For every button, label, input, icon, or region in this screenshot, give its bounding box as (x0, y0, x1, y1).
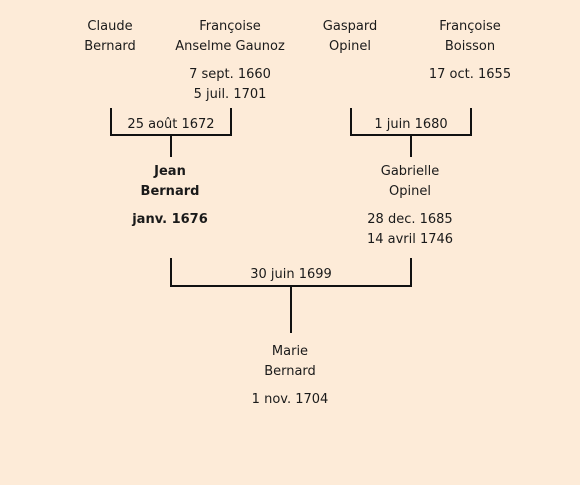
last-name: Bernard (84, 39, 136, 54)
union-left-leg (350, 108, 352, 136)
birth-date: 1 nov. 1704 (251, 392, 329, 407)
union-left-leg (170, 258, 172, 287)
marriage-date: 1 juin 1680 (374, 117, 448, 132)
first-name: Françoise (199, 19, 261, 34)
last-name: Anselme Gaunoz (175, 39, 285, 54)
birth-date: 28 dec. 1685 (367, 212, 453, 227)
union-bar (350, 134, 472, 136)
death-date: 5 juil. 1701 (193, 87, 267, 102)
descent-line (290, 287, 292, 333)
first-name: Françoise (439, 19, 501, 34)
person-francoise-boisson[interactable]: Françoise Boisson 17 oct. 1655 (420, 17, 520, 85)
union-bar (170, 285, 412, 287)
union-left-leg (110, 108, 112, 136)
marriage-date: 30 juin 1699 (250, 267, 332, 282)
life-dates: 1 nov. 1704 (230, 390, 350, 410)
life-dates: 17 oct. 1655 (420, 65, 520, 85)
person-claude-bernard[interactable]: Claude Bernard (70, 17, 150, 57)
first-name: Marie (271, 344, 309, 359)
last-name: Opinel (329, 39, 371, 54)
life-dates: janv. 1676 (110, 210, 230, 230)
death-date: 14 avril 1746 (366, 232, 454, 247)
last-name: Opinel (389, 184, 431, 199)
marriage-date: 25 août 1672 (127, 117, 215, 132)
union-bar (110, 134, 232, 136)
first-name: Jean (154, 164, 186, 179)
first-name: Claude (87, 19, 133, 34)
person-francoise-anselme-gaunoz[interactable]: Françoise Anselme Gaunoz 7 sept. 1660 5 … (170, 17, 290, 105)
union-right-leg (410, 258, 412, 287)
birth-date: 7 sept. 1660 (189, 67, 271, 82)
descent-line (410, 136, 412, 157)
person-gabrielle-opinel[interactable]: Gabrielle Opinel 28 dec. 1685 14 avril 1… (350, 162, 470, 250)
descent-line (170, 136, 172, 157)
union-right-leg (470, 108, 472, 136)
first-name: Gabrielle (380, 164, 440, 179)
last-name: Boisson (444, 39, 496, 54)
life-dates: 7 sept. 1660 5 juil. 1701 (170, 65, 290, 105)
person-jean-bernard[interactable]: Jean Bernard janv. 1676 (110, 162, 230, 230)
last-name: Bernard (140, 184, 200, 199)
union-right-leg (230, 108, 232, 136)
birth-date: janv. 1676 (132, 212, 208, 227)
person-marie-bernard[interactable]: Marie Bernard 1 nov. 1704 (230, 342, 350, 410)
person-gaspard-opinel[interactable]: Gaspard Opinel (310, 17, 390, 57)
birth-date: 17 oct. 1655 (428, 67, 512, 82)
life-dates: 28 dec. 1685 14 avril 1746 (350, 210, 470, 250)
first-name: Gaspard (322, 19, 378, 34)
last-name: Bernard (264, 364, 316, 379)
